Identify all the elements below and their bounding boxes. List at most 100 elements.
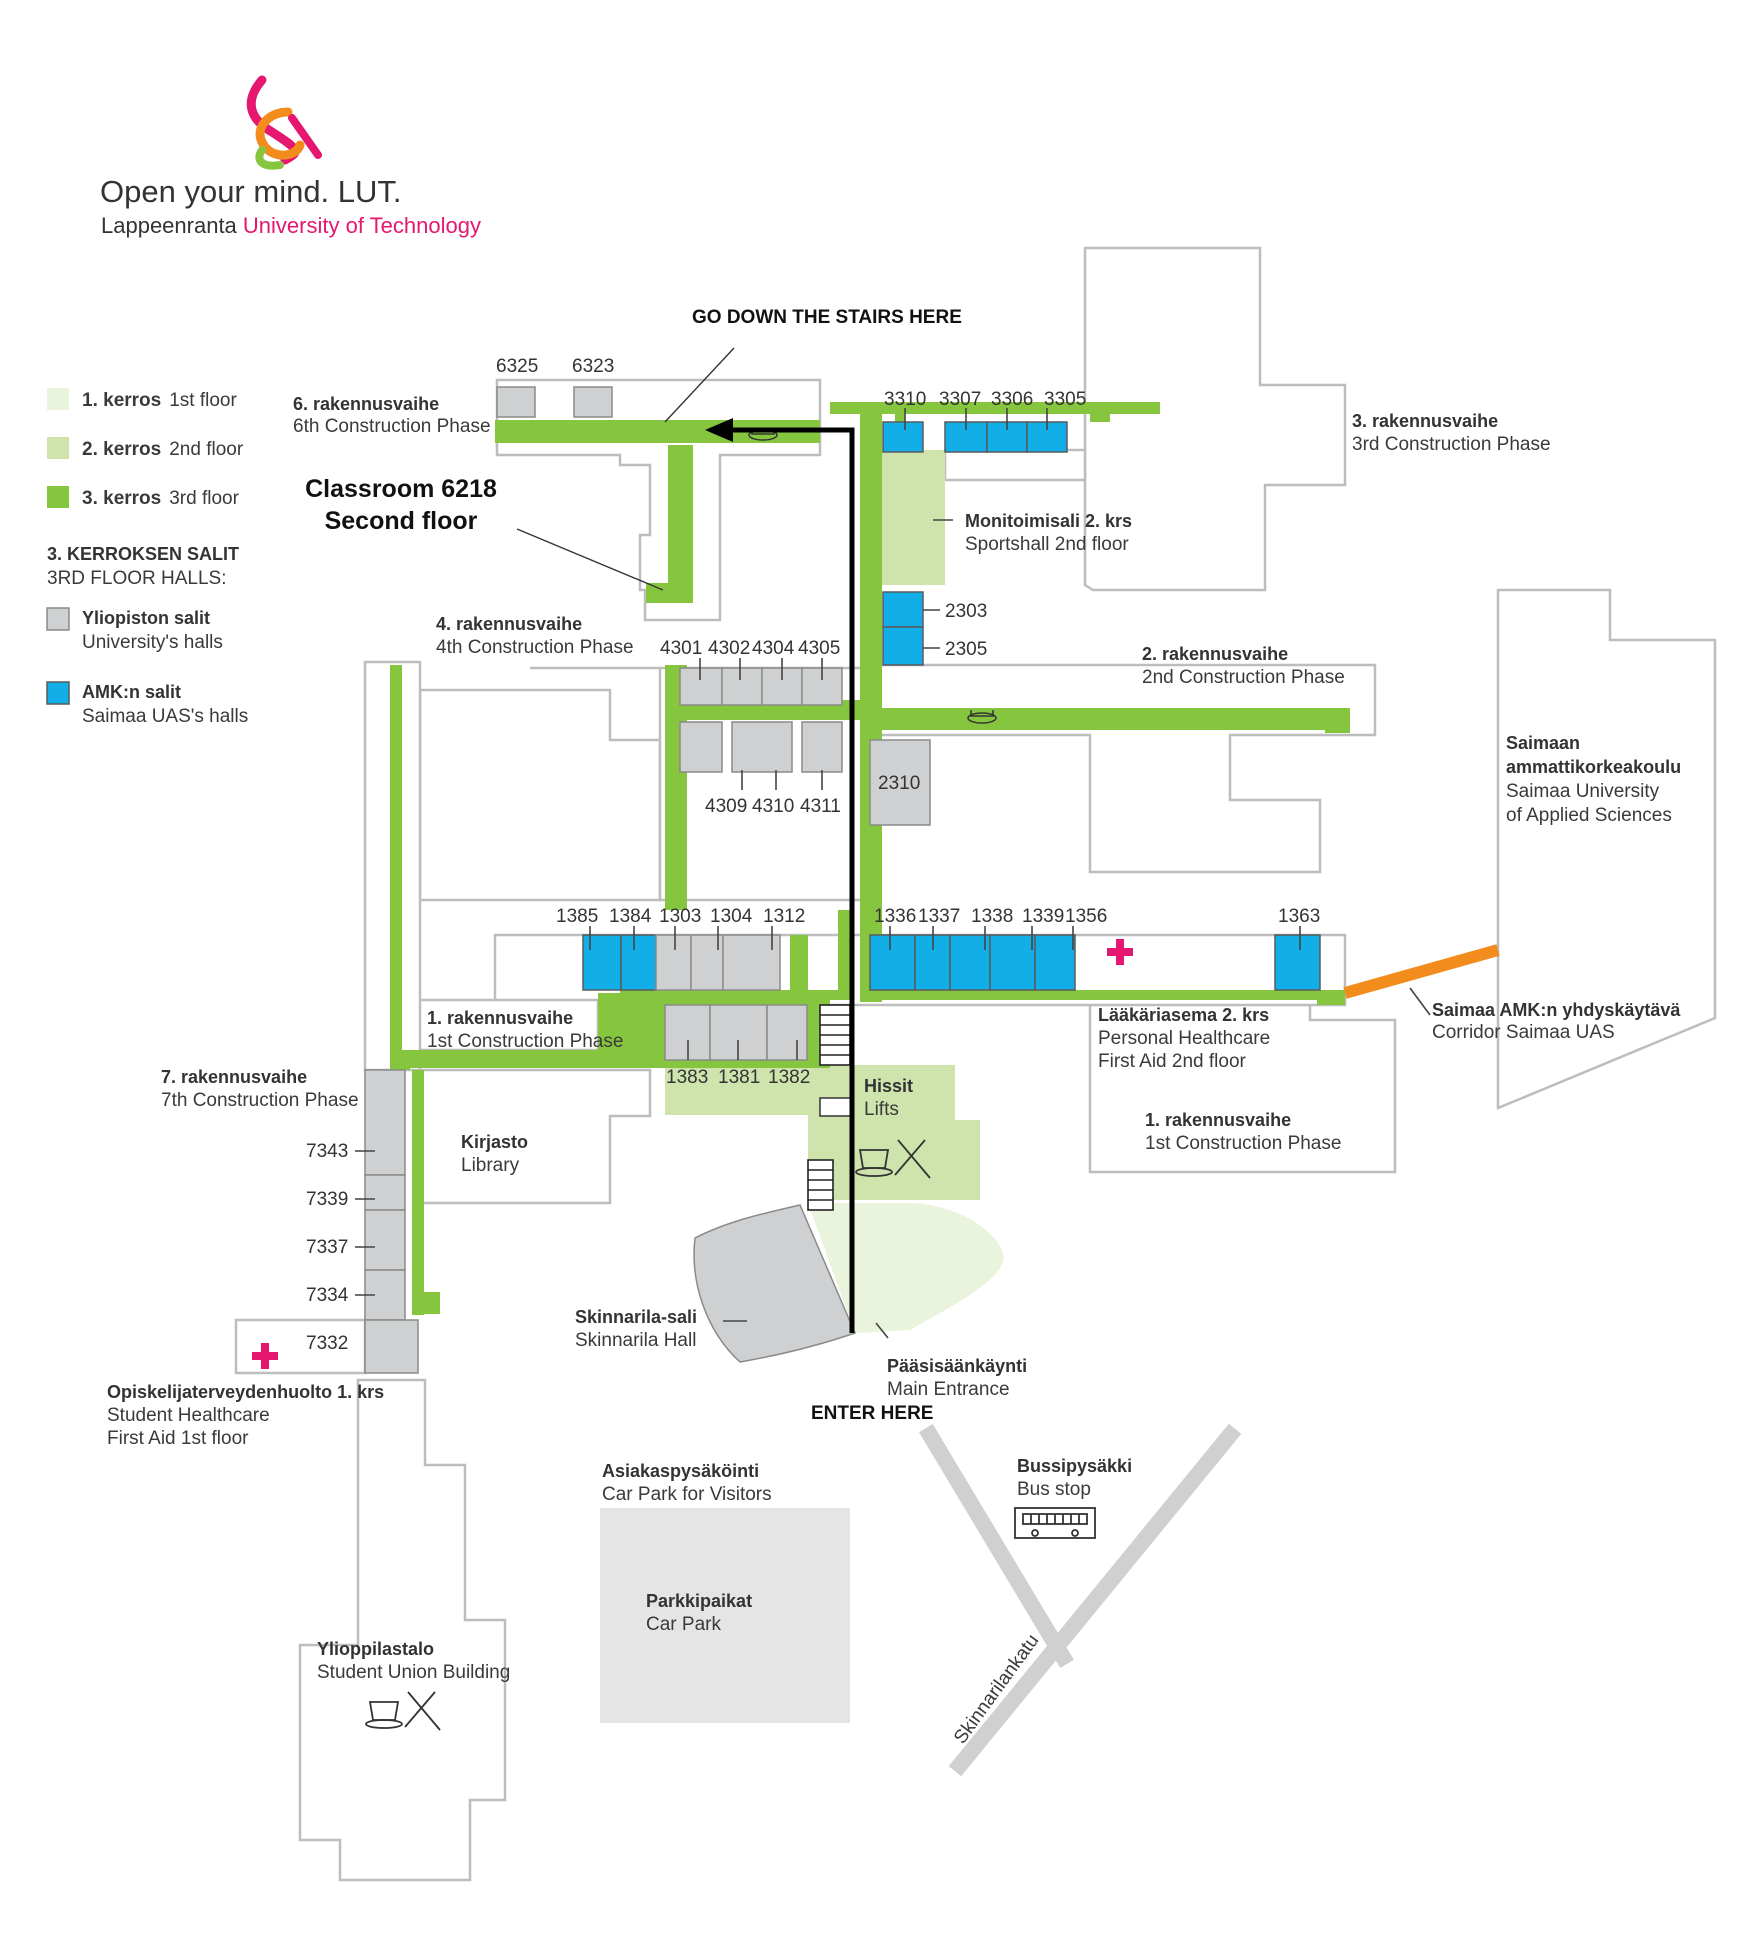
room-1384 bbox=[620, 934, 657, 991]
svg-text:4311: 4311 bbox=[800, 796, 841, 817]
svg-text:4310: 4310 bbox=[752, 796, 794, 817]
svg-text:Saimaa UAS's halls: Saimaa UAS's halls bbox=[82, 706, 248, 727]
svg-text:of Applied Sciences: of Applied Sciences bbox=[1506, 805, 1672, 826]
cafe-icon bbox=[967, 710, 997, 724]
room-3310 bbox=[882, 421, 924, 453]
entrance-area-1st-floor bbox=[808, 1202, 1004, 1333]
svg-text:3RD FLOOR HALLS:: 3RD FLOOR HALLS: bbox=[47, 568, 227, 589]
route-arrow bbox=[705, 418, 855, 1333]
svg-text:3rd Construction Phase: 3rd Construction Phase bbox=[1352, 434, 1551, 455]
svg-text:Library: Library bbox=[461, 1155, 520, 1176]
classroom-pointer bbox=[516, 528, 664, 591]
sportshall-2nd-floor bbox=[880, 450, 945, 585]
svg-text:Corridor Saimaa UAS: Corridor Saimaa UAS bbox=[1432, 1022, 1615, 1043]
svg-text:1312: 1312 bbox=[763, 906, 805, 927]
svg-text:1st Construction Phase: 1st Construction Phase bbox=[427, 1031, 623, 1052]
svg-text:4301: 4301 bbox=[660, 638, 702, 659]
label-lifts: Hissit bbox=[864, 1076, 913, 1096]
room-1312 bbox=[722, 934, 781, 991]
svg-text:7th Construction Phase: 7th Construction Phase bbox=[161, 1090, 359, 1111]
room-6323 bbox=[573, 386, 613, 418]
svg-text:1382: 1382 bbox=[768, 1067, 810, 1088]
label-bus: Bussipysäkki bbox=[1017, 1456, 1132, 1476]
svg-text:2310: 2310 bbox=[878, 773, 920, 794]
svg-text:Skinnarila Hall: Skinnarila Hall bbox=[575, 1330, 696, 1351]
svg-text:Car Park: Car Park bbox=[646, 1614, 721, 1635]
svg-text:7332: 7332 bbox=[306, 1333, 348, 1354]
label-phase4: 4. rakennusvaihe bbox=[436, 614, 582, 634]
svg-text:4305: 4305 bbox=[798, 638, 840, 659]
cafe-restaurant-icon bbox=[365, 1691, 441, 1731]
svg-text:6th Construction Phase: 6th Construction Phase bbox=[293, 416, 491, 437]
svg-text:1304: 1304 bbox=[710, 906, 753, 927]
svg-text:4302: 4302 bbox=[708, 638, 750, 659]
room-1338 bbox=[949, 934, 991, 991]
svg-text:1st Construction Phase: 1st Construction Phase bbox=[1145, 1133, 1341, 1154]
room-2310 bbox=[869, 739, 931, 826]
svg-text:First Aid 2nd floor: First Aid 2nd floor bbox=[1098, 1051, 1247, 1072]
svg-text:University's halls: University's halls bbox=[82, 632, 223, 653]
svg-text:1337: 1337 bbox=[918, 906, 960, 927]
svg-text:4th Construction Phase: 4th Construction Phase bbox=[436, 637, 634, 658]
svg-text:7334: 7334 bbox=[306, 1285, 349, 1306]
svg-text:3305: 3305 bbox=[1044, 389, 1086, 410]
annotation-enter: ENTER HERE bbox=[811, 1403, 933, 1424]
annotation-floor: Second floor bbox=[325, 507, 478, 535]
label-skinnarila: Skinnarila-sali bbox=[575, 1307, 697, 1327]
car-park-area bbox=[600, 1508, 850, 1723]
room-1303 bbox=[655, 934, 692, 991]
svg-text:3310: 3310 bbox=[884, 389, 926, 410]
label-phase1-east: 1. rakennusvaihe bbox=[1145, 1110, 1291, 1130]
room-4301 bbox=[679, 667, 723, 706]
svg-text:1339: 1339 bbox=[1022, 906, 1064, 927]
svg-text:1303: 1303 bbox=[659, 906, 701, 927]
svg-text:Personal Healthcare: Personal Healthcare bbox=[1098, 1028, 1270, 1049]
rooms bbox=[364, 386, 1321, 1374]
label-phase2: 2. rakennusvaihe bbox=[1142, 644, 1288, 664]
room-7339 bbox=[364, 1174, 406, 1211]
svg-text:AMK:n salit: AMK:n salit bbox=[82, 682, 181, 702]
room-1336 bbox=[869, 934, 916, 991]
bus-icon bbox=[1014, 1507, 1096, 1539]
legend-halls-title: 3. KERROKSEN SALIT bbox=[47, 544, 239, 564]
legend-swatch-3rd-floor bbox=[47, 486, 69, 508]
label-carpark: Parkkipaikat bbox=[646, 1591, 752, 1611]
svg-text:1356: 1356 bbox=[1065, 906, 1107, 927]
label-library: Kirjasto bbox=[461, 1132, 528, 1152]
svg-text:Lifts: Lifts bbox=[864, 1099, 899, 1120]
svg-text:1338: 1338 bbox=[971, 906, 1013, 927]
svg-text:1363: 1363 bbox=[1278, 906, 1320, 927]
label-student-union: Ylioppilastalo bbox=[317, 1639, 434, 1659]
lut-logo bbox=[246, 75, 322, 170]
room-1382 bbox=[766, 1004, 808, 1061]
stairs-icon bbox=[819, 1004, 851, 1066]
svg-text:3307: 3307 bbox=[939, 389, 981, 410]
svg-text:Saimaa University: Saimaa University bbox=[1506, 781, 1660, 802]
svg-text:Car Park for Visitors: Car Park for Visitors bbox=[602, 1484, 772, 1505]
svg-text:Main Entrance: Main Entrance bbox=[887, 1379, 1010, 1400]
orange-corridor bbox=[1343, 944, 1500, 999]
room-2305 bbox=[882, 626, 924, 666]
room-1339 bbox=[989, 934, 1036, 991]
legend-swatch-university-halls bbox=[46, 607, 70, 631]
svg-text:2303: 2303 bbox=[945, 601, 987, 622]
room-1385 bbox=[582, 934, 622, 991]
room-6325 bbox=[496, 386, 536, 418]
first-aid-icon bbox=[1107, 939, 1133, 965]
svg-text:Student Union Building: Student Union Building bbox=[317, 1662, 510, 1683]
svg-text:2305: 2305 bbox=[945, 639, 987, 660]
cafe-restaurant-icon bbox=[855, 1139, 931, 1179]
svg-text:Bus stop: Bus stop bbox=[1017, 1479, 1091, 1500]
svg-text:2nd Construction Phase: 2nd Construction Phase bbox=[1142, 667, 1345, 688]
room-numbers: 6325 6323 3310 3307 3306 3305 2303 2305 … bbox=[306, 356, 1320, 1354]
label-visitor-park: Asiakaspysäköinti bbox=[602, 1461, 759, 1481]
room-1363 bbox=[1274, 934, 1321, 991]
legend-swatch-2nd-floor bbox=[47, 437, 69, 459]
svg-text:6323: 6323 bbox=[572, 356, 614, 377]
arrow-head-icon bbox=[705, 418, 733, 442]
svg-text:1385: 1385 bbox=[556, 906, 598, 927]
